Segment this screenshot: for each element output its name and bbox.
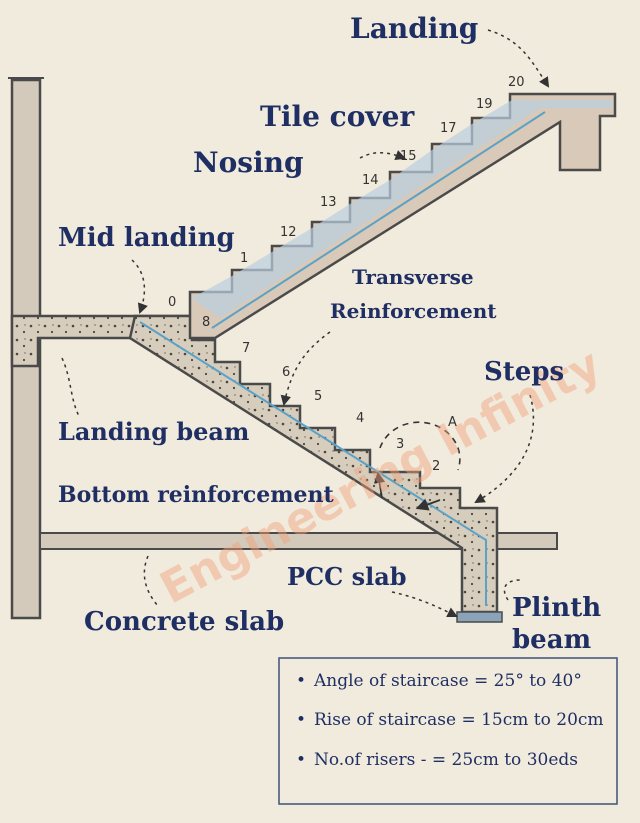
step-number-20: 20: [508, 75, 525, 90]
label-bottom-reinforcement: Bottom reinforcement: [58, 482, 335, 508]
label-reinforcement: Reinforcement: [330, 299, 497, 323]
step-number-19: 19: [476, 97, 493, 112]
leader-mid-landing: [131, 259, 148, 314]
label-pcc-slab: PCC slab: [287, 562, 407, 591]
step-number-7: 7: [242, 341, 250, 356]
plinth-beam: [456, 611, 503, 623]
note-angle: Angle of staircase = 25° to 40°: [313, 671, 582, 691]
label-tile-cover: Tile cover: [260, 100, 415, 133]
tile-cover: [192, 100, 612, 318]
step-number-2: 2: [432, 459, 440, 474]
rebar-up-arrow: [373, 471, 385, 499]
step-number-6: 6: [282, 365, 290, 380]
note-risers: No.of risers - = 25cm to 30eds: [314, 750, 578, 770]
leader-plinth: [503, 579, 521, 601]
step-number-4: 4: [356, 411, 364, 426]
notes-box: [278, 657, 618, 805]
step-number-1: 1: [240, 251, 248, 266]
detail-a-arrow: [415, 498, 441, 511]
label-landing: Landing: [350, 12, 478, 45]
detail-a-arc: [379, 421, 461, 471]
label-steps: Steps: [484, 357, 564, 387]
note-bullet-1: •: [296, 671, 306, 691]
label-nosing: Nosing: [193, 146, 304, 179]
detail-a-label: A: [448, 415, 457, 430]
label-landing-beam: Landing beam: [58, 417, 249, 446]
step-number-13: 13: [320, 195, 337, 210]
step-number-15: 15: [400, 149, 417, 164]
label-plinth: Plinth: [512, 593, 601, 623]
note-rise: Rise of staircase = 15cm to 20cm: [314, 710, 604, 730]
step-number-8: 8: [202, 315, 210, 330]
label-transverse: Transverse: [352, 265, 474, 289]
step-number-12: 12: [280, 225, 297, 240]
step-number-0: 0: [168, 295, 176, 310]
leader-landing: [487, 29, 550, 88]
note-bullet-2: •: [296, 710, 306, 730]
step-number-17: 17: [440, 121, 457, 136]
bottom-reinforcement-bar: [139, 321, 487, 606]
leader-nosing: [359, 150, 406, 160]
label-concrete-slab: Concrete slab: [84, 607, 284, 637]
leader-concrete-slab: [143, 555, 159, 607]
leader-pcc-slab: [391, 591, 458, 617]
step-number-3: 3: [396, 437, 404, 452]
label-mid-landing: Mid landing: [58, 223, 235, 253]
leader-landing-beam: [61, 357, 81, 419]
note-bullet-3: •: [296, 750, 306, 770]
step-number-5: 5: [314, 389, 322, 404]
upper-reinforcement-bar: [211, 111, 546, 329]
leader-transverse: [280, 331, 331, 407]
concrete-slab: [39, 532, 558, 550]
step-number-14: 14: [362, 173, 379, 188]
label-beam: beam: [512, 625, 591, 655]
